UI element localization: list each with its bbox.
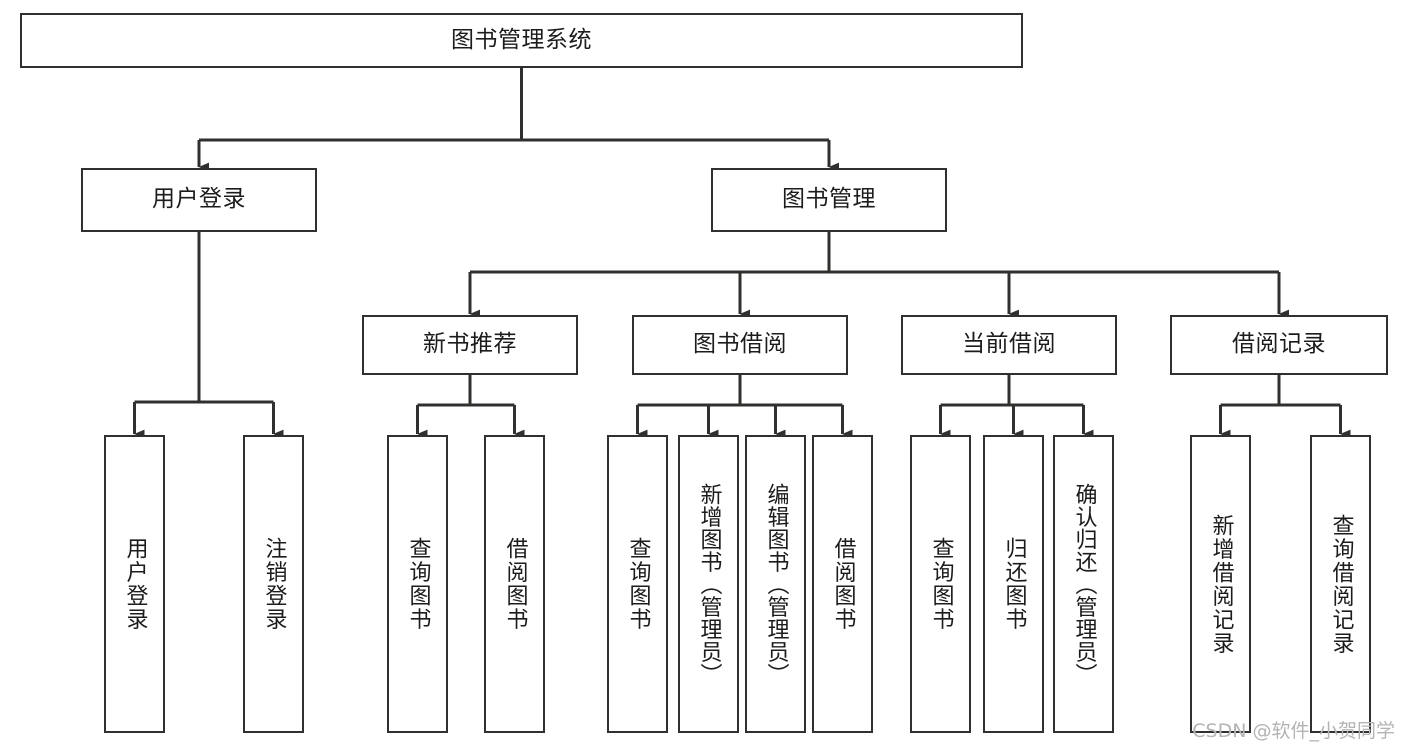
- node-borrow-record-label: 借阅记录: [1232, 331, 1326, 358]
- leaf-query-book-1-label: 查询图书: [405, 537, 431, 631]
- leaf-return-book-label: 归还图书: [1001, 537, 1027, 631]
- node-book-manage-label: 图书管理: [782, 186, 876, 213]
- leaf-add-borrow-record[interactable]: 新增借阅记录: [1190, 435, 1251, 733]
- leaf-logout[interactable]: 注销登录: [243, 435, 304, 733]
- node-borrow-record[interactable]: 借阅记录: [1170, 315, 1388, 375]
- leaf-query-book-2[interactable]: 查询图书: [607, 435, 668, 733]
- leaf-query-book-3[interactable]: 查询图书: [910, 435, 971, 733]
- leaf-confirm-return-label: 确认归还（管理员）: [1071, 482, 1097, 686]
- node-new-book-recommend[interactable]: 新书推荐: [362, 315, 578, 375]
- leaf-borrow-book-1[interactable]: 借阅图书: [484, 435, 545, 733]
- leaf-query-borrow-record[interactable]: 查询借阅记录: [1310, 435, 1371, 733]
- node-new-book-recommend-label: 新书推荐: [423, 331, 517, 358]
- leaf-edit-book-label: 编辑图书（管理员）: [763, 482, 789, 686]
- leaf-query-book-2-label: 查询图书: [625, 537, 651, 631]
- node-current-borrow[interactable]: 当前借阅: [901, 315, 1117, 375]
- leaf-query-book-1[interactable]: 查询图书: [387, 435, 448, 733]
- leaf-logout-label: 注销登录: [261, 537, 287, 631]
- node-book-borrow-label: 图书借阅: [693, 331, 787, 358]
- node-book-borrow[interactable]: 图书借阅: [632, 315, 848, 375]
- leaf-user-login[interactable]: 用户登录: [104, 435, 165, 733]
- leaf-query-borrow-record-label: 查询借阅记录: [1328, 513, 1354, 655]
- node-root-label: 图书管理系统: [451, 26, 592, 53]
- leaf-borrow-book-2-label: 借阅图书: [830, 537, 856, 631]
- leaf-edit-book[interactable]: 编辑图书（管理员）: [745, 435, 806, 733]
- node-user-login[interactable]: 用户登录: [81, 168, 317, 232]
- node-current-borrow-label: 当前借阅: [962, 331, 1056, 358]
- leaf-borrow-book-2[interactable]: 借阅图书: [812, 435, 873, 733]
- leaf-user-login-label: 用户登录: [122, 537, 148, 631]
- node-book-manage[interactable]: 图书管理: [711, 168, 947, 232]
- leaf-add-borrow-record-label: 新增借阅记录: [1208, 513, 1234, 655]
- node-root[interactable]: 图书管理系统: [20, 13, 1023, 68]
- leaf-add-book-label: 新增图书（管理员）: [696, 482, 722, 686]
- leaf-query-book-3-label: 查询图书: [928, 537, 954, 631]
- leaf-return-book[interactable]: 归还图书: [983, 435, 1044, 733]
- csdn-watermark: CSDN @软件_小贺同学: [1192, 720, 1395, 742]
- leaf-borrow-book-1-label: 借阅图书: [502, 537, 528, 631]
- node-user-login-label: 用户登录: [152, 186, 246, 213]
- leaf-confirm-return[interactable]: 确认归还（管理员）: [1053, 435, 1114, 733]
- leaf-add-book[interactable]: 新增图书（管理员）: [678, 435, 739, 733]
